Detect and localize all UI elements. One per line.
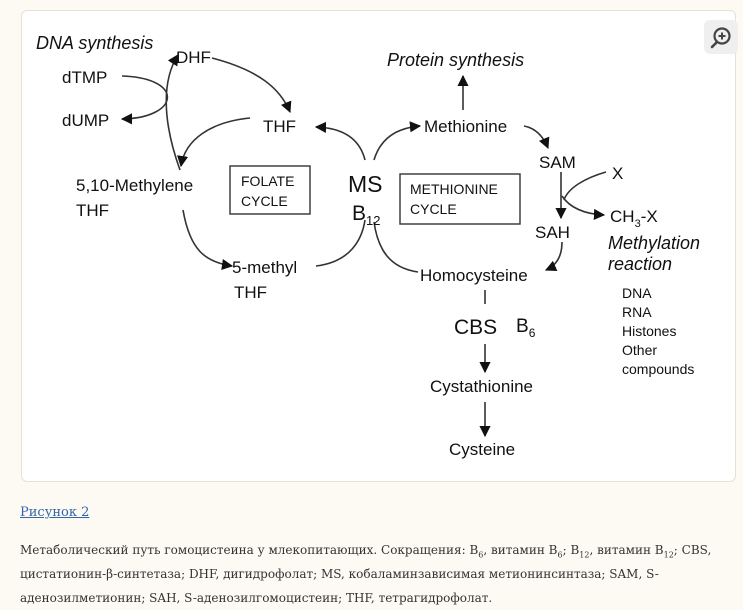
label-methylene-line2: THF (76, 201, 109, 220)
label-methionine: Methionine (424, 117, 507, 136)
curve-homocysteine-ms (373, 221, 419, 273)
arrow-dhf-thf (211, 57, 292, 114)
label-ms: MS (348, 171, 383, 197)
arrow-methionine-sam (523, 125, 550, 150)
label-protein-synthesis: Protein synthesis (387, 50, 524, 70)
label-target-histones: Histones (622, 323, 676, 339)
figure-link[interactable]: Рисунок 2 (20, 505, 90, 520)
label-folate-line2: CYCLE (241, 193, 288, 209)
curve-methyl-ms (315, 219, 366, 267)
label-x: X (612, 164, 623, 183)
label-5-methyl: 5-methyl (232, 258, 297, 277)
label-thf-top: THF (263, 117, 296, 136)
label-target-other: Other (622, 342, 657, 358)
figure-caption: Метаболический путь гомоцистеина у млеко… (20, 543, 712, 605)
arrow-methylene-dhf (165, 54, 181, 171)
arrow-ch3x (561, 195, 606, 221)
homocysteine-pathway-diagram: DNA synthesis DHF dTMP dUMP THF 5,10-Met… (36, 33, 700, 459)
label-cysteine: Cysteine (449, 440, 515, 459)
arrow-thf-methylene (177, 117, 251, 168)
figure-container (21, 10, 736, 482)
label-dna-synthesis: DNA synthesis (36, 33, 153, 53)
label-b12: B12 (352, 202, 380, 228)
label-cbs: CBS (454, 316, 497, 339)
zoom-button[interactable] (704, 20, 738, 54)
arrow-dtmp-dump (120, 75, 169, 125)
label-sam: SAM (539, 153, 576, 172)
curve-x (563, 171, 607, 201)
label-homocysteine: Homocysteine (420, 266, 528, 285)
label-ch3x: CH3-X (610, 207, 658, 230)
label-dump: dUMP (62, 111, 109, 130)
label-reaction: reaction (608, 254, 672, 274)
label-target-rna: RNA (622, 304, 652, 320)
label-methylation: Methylation (608, 233, 700, 253)
label-methionine-cycle-line1: METHIONINE (410, 181, 498, 197)
label-5-methyl-thf: THF (234, 283, 267, 302)
arrow-methylene-methyl (182, 209, 234, 271)
folate-cycle-box (229, 165, 311, 215)
arrow-ms-methionine (373, 121, 422, 161)
label-methionine-cycle-line2: CYCLE (410, 201, 457, 217)
label-dhf: DHF (176, 48, 211, 67)
label-methylene-line1: 5,10-Methylene (76, 176, 193, 195)
label-target-dna: DNA (622, 285, 652, 301)
arrow-sah-homocysteine (544, 241, 563, 272)
label-folate-line1: FOLATE (241, 173, 294, 189)
label-target-compounds: compounds (622, 361, 694, 377)
label-cystathionine: Cystathionine (430, 377, 533, 396)
zoom-in-icon (710, 27, 731, 49)
label-dtmp: dTMP (62, 68, 107, 87)
methionine-cycle-box (399, 173, 521, 225)
label-sah: SAH (535, 223, 570, 242)
label-b6: B6 (516, 316, 536, 340)
arrow-ms-thf (314, 121, 366, 161)
